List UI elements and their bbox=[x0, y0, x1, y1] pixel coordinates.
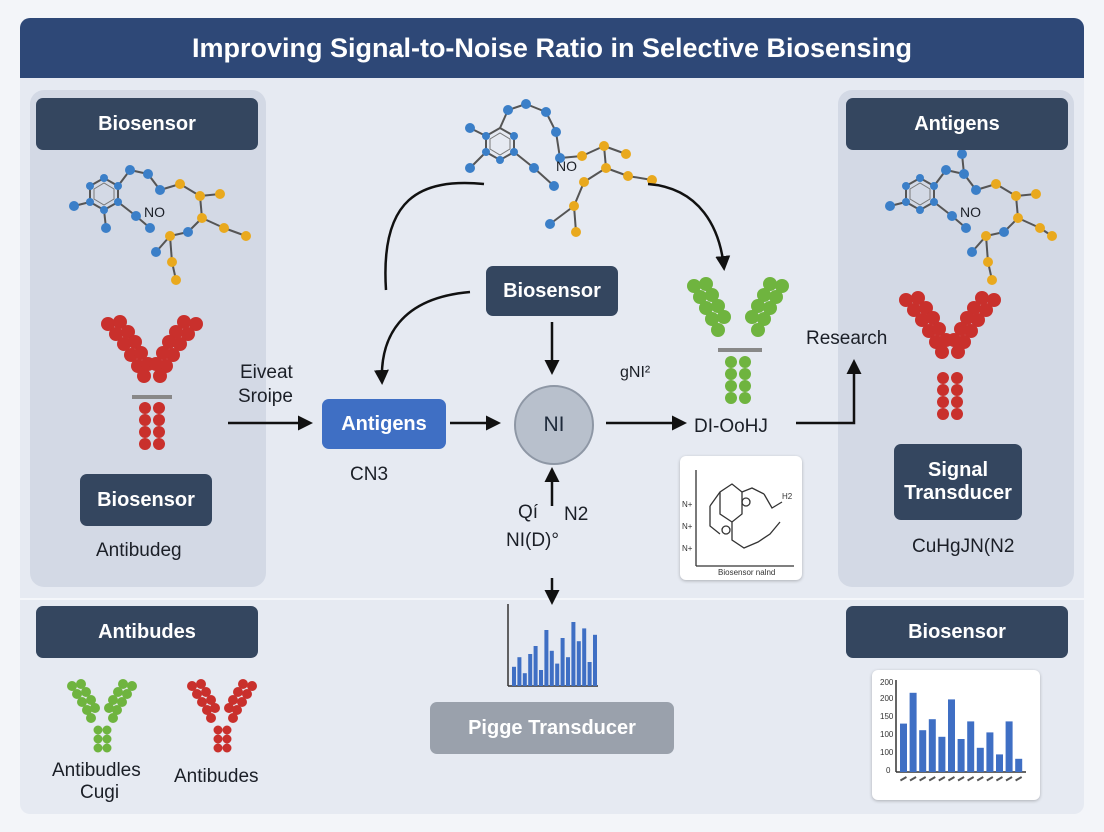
center-chart-bar-13 bbox=[582, 628, 587, 686]
signal-transducer-tag: Signal Transducer bbox=[894, 444, 1022, 520]
center-chart-bar-0 bbox=[512, 666, 516, 686]
formula-below-1: Qí bbox=[518, 502, 539, 523]
molecule-right bbox=[885, 149, 1057, 285]
antigens-caption: CN3 bbox=[350, 464, 389, 485]
center-chart-bar-3 bbox=[528, 654, 533, 686]
right-ytick-5: 0 bbox=[886, 766, 891, 775]
bottom-left-label-2: Antibudes bbox=[174, 766, 259, 787]
center-bar-chart bbox=[507, 604, 598, 687]
center-chart-bar-9 bbox=[560, 638, 565, 686]
left-biosensor-tag: Biosensor bbox=[80, 474, 212, 526]
center-chart-bar-11 bbox=[571, 622, 576, 686]
page-title: Improving Signal-to-Noise Ratio in Selec… bbox=[20, 18, 1084, 78]
right-ytick-1: 200 bbox=[880, 694, 894, 703]
right-ytick-2: 150 bbox=[880, 712, 894, 721]
inset-label-n2: N+ bbox=[682, 522, 693, 531]
antibody-hinge-left bbox=[132, 395, 172, 399]
molecule-left bbox=[69, 165, 251, 285]
structure-inset bbox=[680, 456, 802, 580]
top-molecule-label: NO bbox=[556, 158, 577, 174]
inset-label-n1: N+ bbox=[682, 500, 693, 509]
antibody-green-small bbox=[67, 679, 137, 753]
arrow-to-research bbox=[796, 359, 862, 425]
center-chart-bar-14 bbox=[587, 662, 592, 686]
diagram-frame: Improving Signal-to-Noise Ratio in Selec… bbox=[20, 18, 1084, 814]
arrow-curve-top-right bbox=[647, 182, 731, 271]
inset-caption: Biosensor nalnd bbox=[718, 568, 776, 577]
right-chart-inset bbox=[872, 670, 1040, 800]
center-chart-bar-6 bbox=[544, 630, 549, 686]
bottom-left-label-1b: Cugi bbox=[80, 782, 120, 803]
center-chart-bar-15 bbox=[593, 634, 597, 686]
antibody-red-left bbox=[101, 315, 203, 450]
bottom-left-header: Antibudes bbox=[36, 606, 258, 658]
left-header-tag: Biosensor bbox=[36, 98, 258, 150]
right-formula: CuHgJN(N2 bbox=[912, 536, 1015, 557]
right-ytick-4: 100 bbox=[880, 748, 894, 757]
left-molecule-label: NO bbox=[144, 204, 165, 220]
antibody-hinge-center bbox=[718, 348, 762, 352]
right-ytick-3: 100 bbox=[880, 730, 894, 739]
antibody-green-center bbox=[687, 277, 789, 404]
center-chart-bar-8 bbox=[555, 663, 560, 686]
formula-below-3: NI(D)° bbox=[506, 530, 559, 551]
formula-top-right: gNI² bbox=[620, 364, 651, 381]
center-chart-bar-5 bbox=[539, 670, 543, 686]
side-text-1: Eiveat bbox=[240, 362, 293, 383]
transducer-tag: Pigge Transducer bbox=[430, 702, 674, 754]
inset-label-h2: H2 bbox=[782, 492, 793, 501]
side-text-2: Sroipe bbox=[238, 386, 293, 407]
research-label: Research bbox=[806, 328, 888, 349]
formula-below-2: N2 bbox=[564, 504, 589, 525]
inset-label-n3: N+ bbox=[682, 544, 693, 553]
arrow-curve-to-antigens bbox=[373, 290, 471, 385]
center-node: NI bbox=[514, 385, 594, 465]
right-header-tag: Antigens bbox=[846, 98, 1068, 150]
left-caption: Antibudeg bbox=[96, 540, 182, 561]
bottom-left-label-1: Antibudles bbox=[52, 760, 141, 781]
formula-right: DI-OoHJ bbox=[694, 416, 768, 437]
center-chart-bar-4 bbox=[533, 646, 538, 686]
bottom-right-header: Biosensor bbox=[846, 606, 1068, 658]
diagram-graphics bbox=[67, 99, 1057, 773]
antigens-tag: Antigens bbox=[322, 399, 446, 449]
center-chart-bar-7 bbox=[549, 650, 554, 686]
center-chart-bar-1 bbox=[517, 657, 522, 686]
center-chart-bar-2 bbox=[522, 673, 527, 686]
right-molecule-label: NO bbox=[960, 204, 981, 220]
molecule-top-center bbox=[465, 99, 657, 237]
center-biosensor-tag: Biosensor bbox=[486, 266, 618, 316]
center-chart-bar-10 bbox=[566, 657, 570, 686]
center-chart-bar-12 bbox=[576, 641, 581, 686]
antibody-red-right bbox=[899, 291, 1001, 420]
arrow-curve-top-left bbox=[384, 181, 485, 291]
right-ytick-0: 200 bbox=[880, 678, 894, 687]
antibody-red-small bbox=[187, 679, 257, 753]
